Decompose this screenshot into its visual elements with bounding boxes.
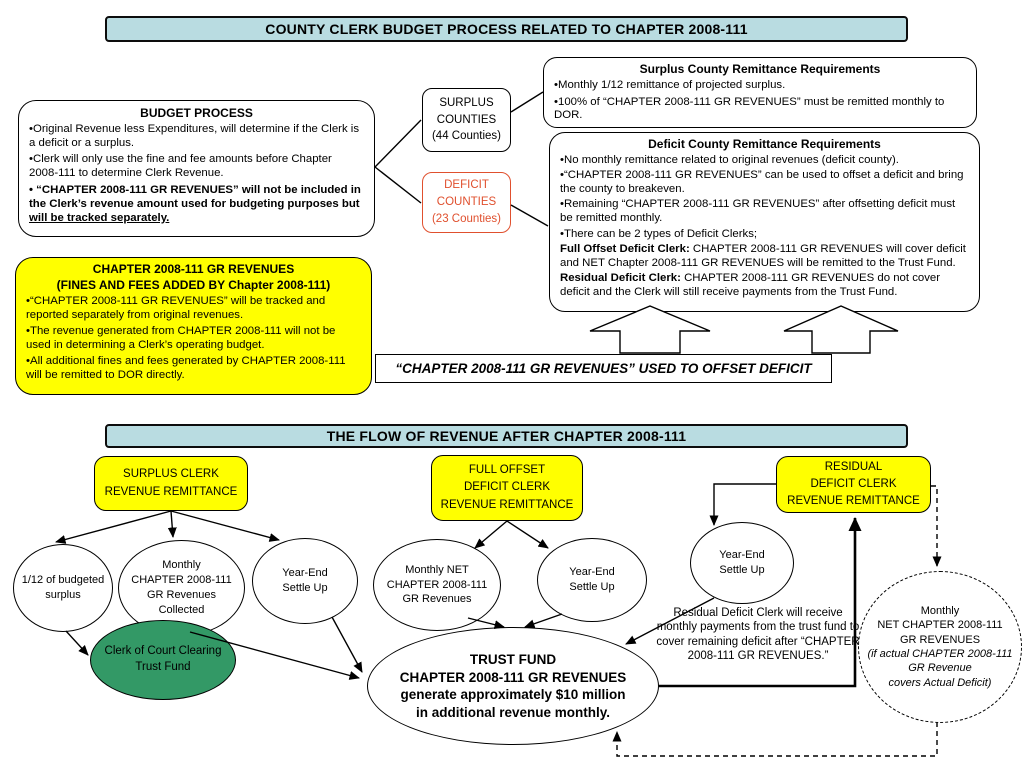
- arrow-surplus-to-year-end-1: [170, 510, 280, 542]
- residual-note-text: Residual Deficit Clerk will receive mont…: [656, 607, 860, 663]
- gr-revenues-bullet-1: •“CHAPTER 2008-111 GR REVENUES” will be …: [26, 294, 326, 321]
- dashed-ellipse-plain-text: Monthly NET CHAPTER 2008-111 GR REVENUES: [877, 605, 1003, 646]
- ellipse-clerk-clearing-trust-fund: Clerk of Court Clearing Trust Fund: [90, 620, 236, 700]
- arrow-residual-to-year-end-3: [709, 483, 776, 526]
- budget-process-box: BUDGET PROCESS •Original Revenue less Ex…: [18, 100, 375, 237]
- dashed-arrow-residual-to-net-ellipse: [931, 485, 942, 567]
- gr-revenues-box: CHAPTER 2008-111 GR REVENUES (FINES AND …: [15, 257, 372, 395]
- arrow-fulloffset-to-year-end-2: [506, 520, 549, 549]
- line-budget-to-surplus-counties: [374, 119, 422, 168]
- surplus-counties-box: SURPLUS COUNTIES (44 Counties): [422, 88, 511, 152]
- dashed-ellipse-italic-text: (if actual CHAPTER 2008-111 GR Revenue c…: [867, 648, 1013, 689]
- deficit-requirements-bullet-3: •Remaining “CHAPTER 2008-111 GR REVENUES…: [560, 198, 956, 225]
- residual-deficit-clerk-box: RESIDUAL DEFICIT CLERK REVENUE REMITTANC…: [776, 456, 931, 513]
- arrow-year-end-2-to-trust: [524, 613, 563, 629]
- line-deficit-counties-to-requirements: [510, 204, 549, 227]
- line-surplus-counties-to-requirements: [510, 91, 544, 113]
- arrow-surplus-to-monthly-collected: [167, 510, 177, 538]
- deficit-requirements-bullet-2: •“CHAPTER 2008-111 GR REVENUES” can be u…: [560, 169, 964, 195]
- ellipse-monthly-net-dashed: Monthly NET CHAPTER 2008-111 GR REVENUES…: [858, 571, 1022, 723]
- dashed-arrow-net-ellipse-to-trust: [612, 722, 938, 757]
- trust-fund-body: CHAPTER 2008-111 GR REVENUES generate ap…: [399, 670, 627, 720]
- block-arrow-up-left: [589, 305, 711, 354]
- deficit-counties-box: DEFICIT COUNTIES (23 Counties): [422, 172, 511, 233]
- ellipse-monthly-gr-collected: Monthly CHAPTER 2008-111 GR Revenues Col…: [118, 540, 245, 636]
- deficit-requirements-bullet-1: •No monthly remittance related to origin…: [560, 153, 899, 166]
- full-offset-deficit-clerk-box: FULL OFFSET DEFICIT CLERK REVENUE REMITT…: [431, 455, 583, 521]
- gr-revenues-bullet-2: •The revenue generated from CHAPTER 2008…: [26, 325, 336, 351]
- arrow-budgeted-to-clearing-fund: [65, 630, 89, 656]
- section2-header-bar: THE FLOW OF REVENUE AFTER CHAPTER 2008-1…: [105, 424, 908, 448]
- section2-title: THE FLOW OF REVENUE AFTER CHAPTER 2008-1…: [326, 428, 687, 444]
- surplus-requirements-box: Surplus County Remittance Requirements •…: [543, 57, 977, 128]
- deficit-requirements-box: Deficit County Remittance Requirements •…: [549, 132, 980, 312]
- surplus-requirements-bullet-1: •Monthly 1/12 remittance of projected su…: [554, 79, 786, 92]
- ellipse-trust-fund: TRUST FUND CHAPTER 2008-111 GR REVENUES …: [367, 627, 659, 745]
- gr-revenues-bullet-3: •All additional fines and fees generated…: [26, 355, 346, 382]
- gr-revenues-title-1: CHAPTER 2008-111 GR REVENUES: [92, 262, 295, 276]
- section1-title: COUNTY CLERK BUDGET PROCESS RELATED TO C…: [265, 21, 748, 37]
- deficit-requirements-bullet-4: •There can be 2 types of Deficit Clerks;: [560, 227, 758, 240]
- full-offset-definition: Full Offset Deficit Clerk: CHAPTER 2008-…: [560, 243, 966, 269]
- budget-process-bullet-1: •Original Revenue less Expenditures, wil…: [29, 123, 360, 150]
- line-budget-to-deficit-counties: [374, 166, 422, 204]
- surplus-requirements-title: Surplus County Remittance Requirements: [639, 62, 881, 76]
- surplus-requirements-bullet-2: •100% of “CHAPTER 2008-111 GR REVENUES” …: [554, 95, 945, 122]
- section1-header-bar: COUNTY CLERK BUDGET PROCESS RELATED TO C…: [105, 16, 908, 42]
- ellipse-budgeted-surplus: 1/12 of budgeted surplus: [13, 544, 113, 632]
- deficit-requirements-title: Deficit County Remittance Requirements: [648, 137, 881, 151]
- budget-process-bullet-3: • “CHAPTER 2008-111 GR REVENUES” will no…: [29, 183, 361, 224]
- gr-revenues-title-2: (FINES AND FEES ADDED BY Chapter 2008-11…: [56, 277, 331, 292]
- residual-definition: Residual Deficit Clerk: CHAPTER 2008-111…: [560, 272, 941, 299]
- block-arrow-up-right: [783, 305, 899, 354]
- surplus-clerk-remittance-box: SURPLUS CLERK REVENUE REMITTANCE: [94, 456, 248, 511]
- arrow-fulloffset-to-monthly-net: [474, 520, 508, 549]
- offset-deficit-banner: “CHAPTER 2008-111 GR REVENUES” USED TO O…: [375, 354, 832, 383]
- arrow-surplus-to-budgeted: [55, 510, 172, 544]
- arrow-year-end-1-to-trust: [331, 616, 363, 673]
- ellipse-year-end-settle-up-1: Year-End Settle Up: [252, 538, 358, 624]
- trust-fund-title: TRUST FUND: [469, 651, 557, 667]
- ellipse-year-end-settle-up-3: Year-End Settle Up: [690, 522, 794, 604]
- budget-process-title: BUDGET PROCESS: [140, 106, 253, 120]
- budget-process-bullet-2: •Clerk will only use the fine and fee am…: [29, 153, 332, 180]
- ellipse-monthly-net-gr: Monthly NET CHAPTER 2008-111 GR Revenues: [373, 539, 501, 631]
- ellipse-year-end-settle-up-2: Year-End Settle Up: [537, 538, 647, 622]
